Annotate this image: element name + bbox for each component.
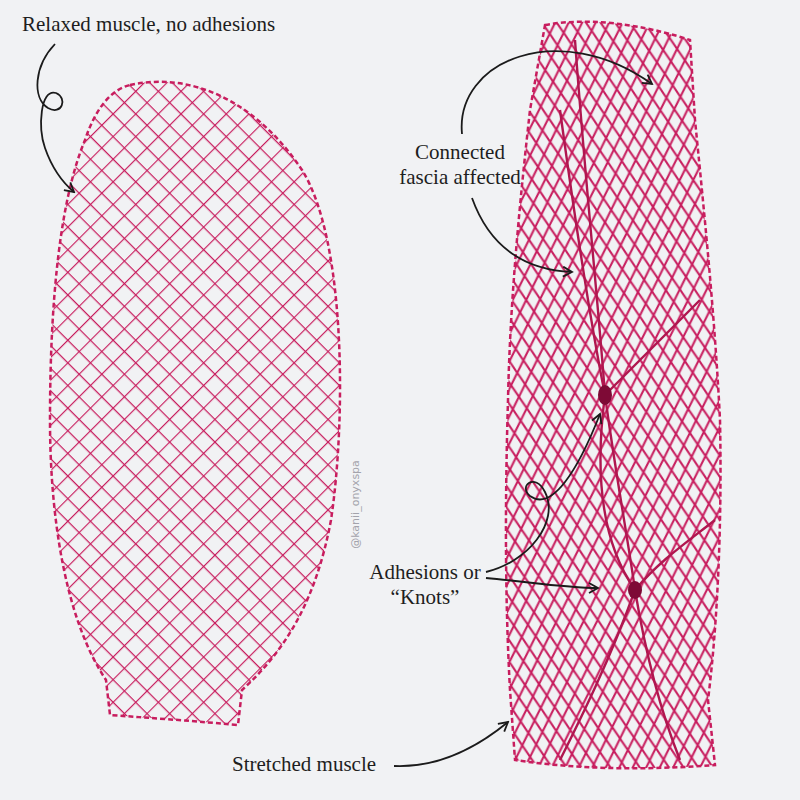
muscle-label: Stretched muscle <box>232 752 376 777</box>
stretched-muscle-net <box>506 22 721 769</box>
twisted-fascia-lines <box>560 40 715 760</box>
fascia-line <box>575 40 605 395</box>
leader-arrow <box>486 578 598 588</box>
fascia-line <box>635 520 715 590</box>
adhesion-label: Adhesions or “Knots” <box>350 560 500 610</box>
relaxed-muscle-net <box>50 82 340 725</box>
muscle-label: Relaxed muscle, no adhesions <box>22 12 275 37</box>
fascia-line <box>560 110 605 395</box>
fascia-label: Connected fascia affected <box>395 140 525 190</box>
leader-arrow <box>394 722 508 766</box>
leader-arrow <box>37 44 74 192</box>
leader-arrow <box>462 51 652 134</box>
fascia-line <box>605 300 700 395</box>
leader-arrow <box>486 414 600 572</box>
leader-arrow <box>472 198 572 272</box>
relaxed-muscle-mesh <box>50 82 340 725</box>
leader-arrows <box>37 44 652 766</box>
fascia-line <box>600 395 635 590</box>
adhesion-knot <box>598 385 612 405</box>
adhesion-knot <box>628 581 642 599</box>
fascia-line <box>635 590 680 760</box>
watermark: @kanii_onyxspa <box>349 450 362 560</box>
fascia-line <box>560 590 635 760</box>
stretched-muscle-mesh <box>506 22 721 769</box>
